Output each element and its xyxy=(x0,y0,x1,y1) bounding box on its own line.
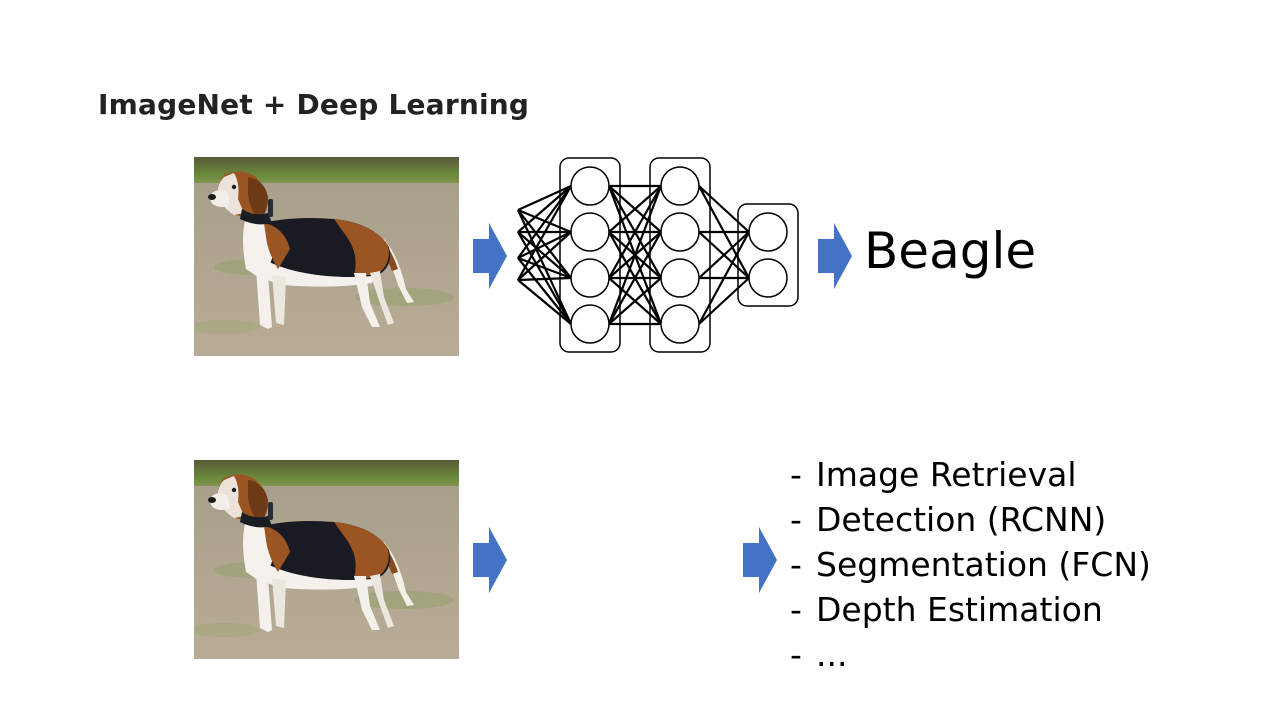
arrow-photo-bottom xyxy=(473,527,507,593)
network-neuron xyxy=(660,258,700,298)
arrow-photo-to-network xyxy=(473,223,507,289)
network-neuron xyxy=(748,258,788,298)
right-arrow-icon xyxy=(818,223,852,289)
right-arrow-icon xyxy=(473,527,507,593)
network-neuron xyxy=(570,304,610,344)
right-arrow-icon xyxy=(743,527,777,593)
network-neuron xyxy=(570,258,610,298)
network-connection xyxy=(698,231,750,325)
arrow-to-tasks xyxy=(743,527,777,593)
list-item: -Detection (RCNN) xyxy=(790,500,1107,539)
network-connection xyxy=(608,185,662,233)
network-connection xyxy=(607,185,663,325)
network-connection xyxy=(517,257,572,325)
prediction-label: Beagle xyxy=(864,222,1037,280)
right-arrow-icon xyxy=(473,223,507,289)
network-neuron xyxy=(660,166,700,206)
beagle-photo-top xyxy=(194,157,459,356)
downstream-task-list: -Image Retrieval -Detection (RCNN) -Segm… xyxy=(790,452,1151,677)
beagle-photo-icon xyxy=(194,157,459,356)
neural-network-icon xyxy=(517,157,799,353)
network-connection xyxy=(517,231,572,259)
network-neuron xyxy=(748,212,788,252)
network-neuron xyxy=(660,212,700,252)
network-connection xyxy=(698,277,750,325)
beagle-photo-icon xyxy=(194,460,459,659)
network-layer-box xyxy=(737,203,799,307)
network-connection xyxy=(517,276,572,282)
network-layer-box xyxy=(649,157,711,353)
beagle-photo-bottom xyxy=(194,460,459,659)
neural-network-diagram xyxy=(510,152,805,362)
arrow-network-to-label xyxy=(818,223,852,289)
list-item: -Image Retrieval xyxy=(790,455,1077,494)
slide-title: ImageNet + Deep Learning xyxy=(98,88,530,121)
network-connection xyxy=(517,185,572,281)
network-connection xyxy=(608,185,662,279)
network-connection xyxy=(517,185,572,233)
network-connection xyxy=(698,231,750,279)
network-connection xyxy=(517,184,572,212)
list-item: -... xyxy=(790,635,848,674)
network-connection xyxy=(517,279,572,325)
network-connection xyxy=(608,277,662,325)
network-neuron xyxy=(660,304,700,344)
network-connection xyxy=(698,185,750,233)
list-item: -Depth Estimation xyxy=(790,590,1103,629)
list-item: -Segmentation (FCN) xyxy=(790,545,1151,584)
network-connection xyxy=(517,256,572,280)
network-neuron xyxy=(570,212,610,252)
network-connection xyxy=(517,231,572,281)
network-connection xyxy=(608,231,662,325)
network-neuron xyxy=(570,166,610,206)
network-layer-box xyxy=(559,157,621,353)
network-connection xyxy=(517,185,572,259)
